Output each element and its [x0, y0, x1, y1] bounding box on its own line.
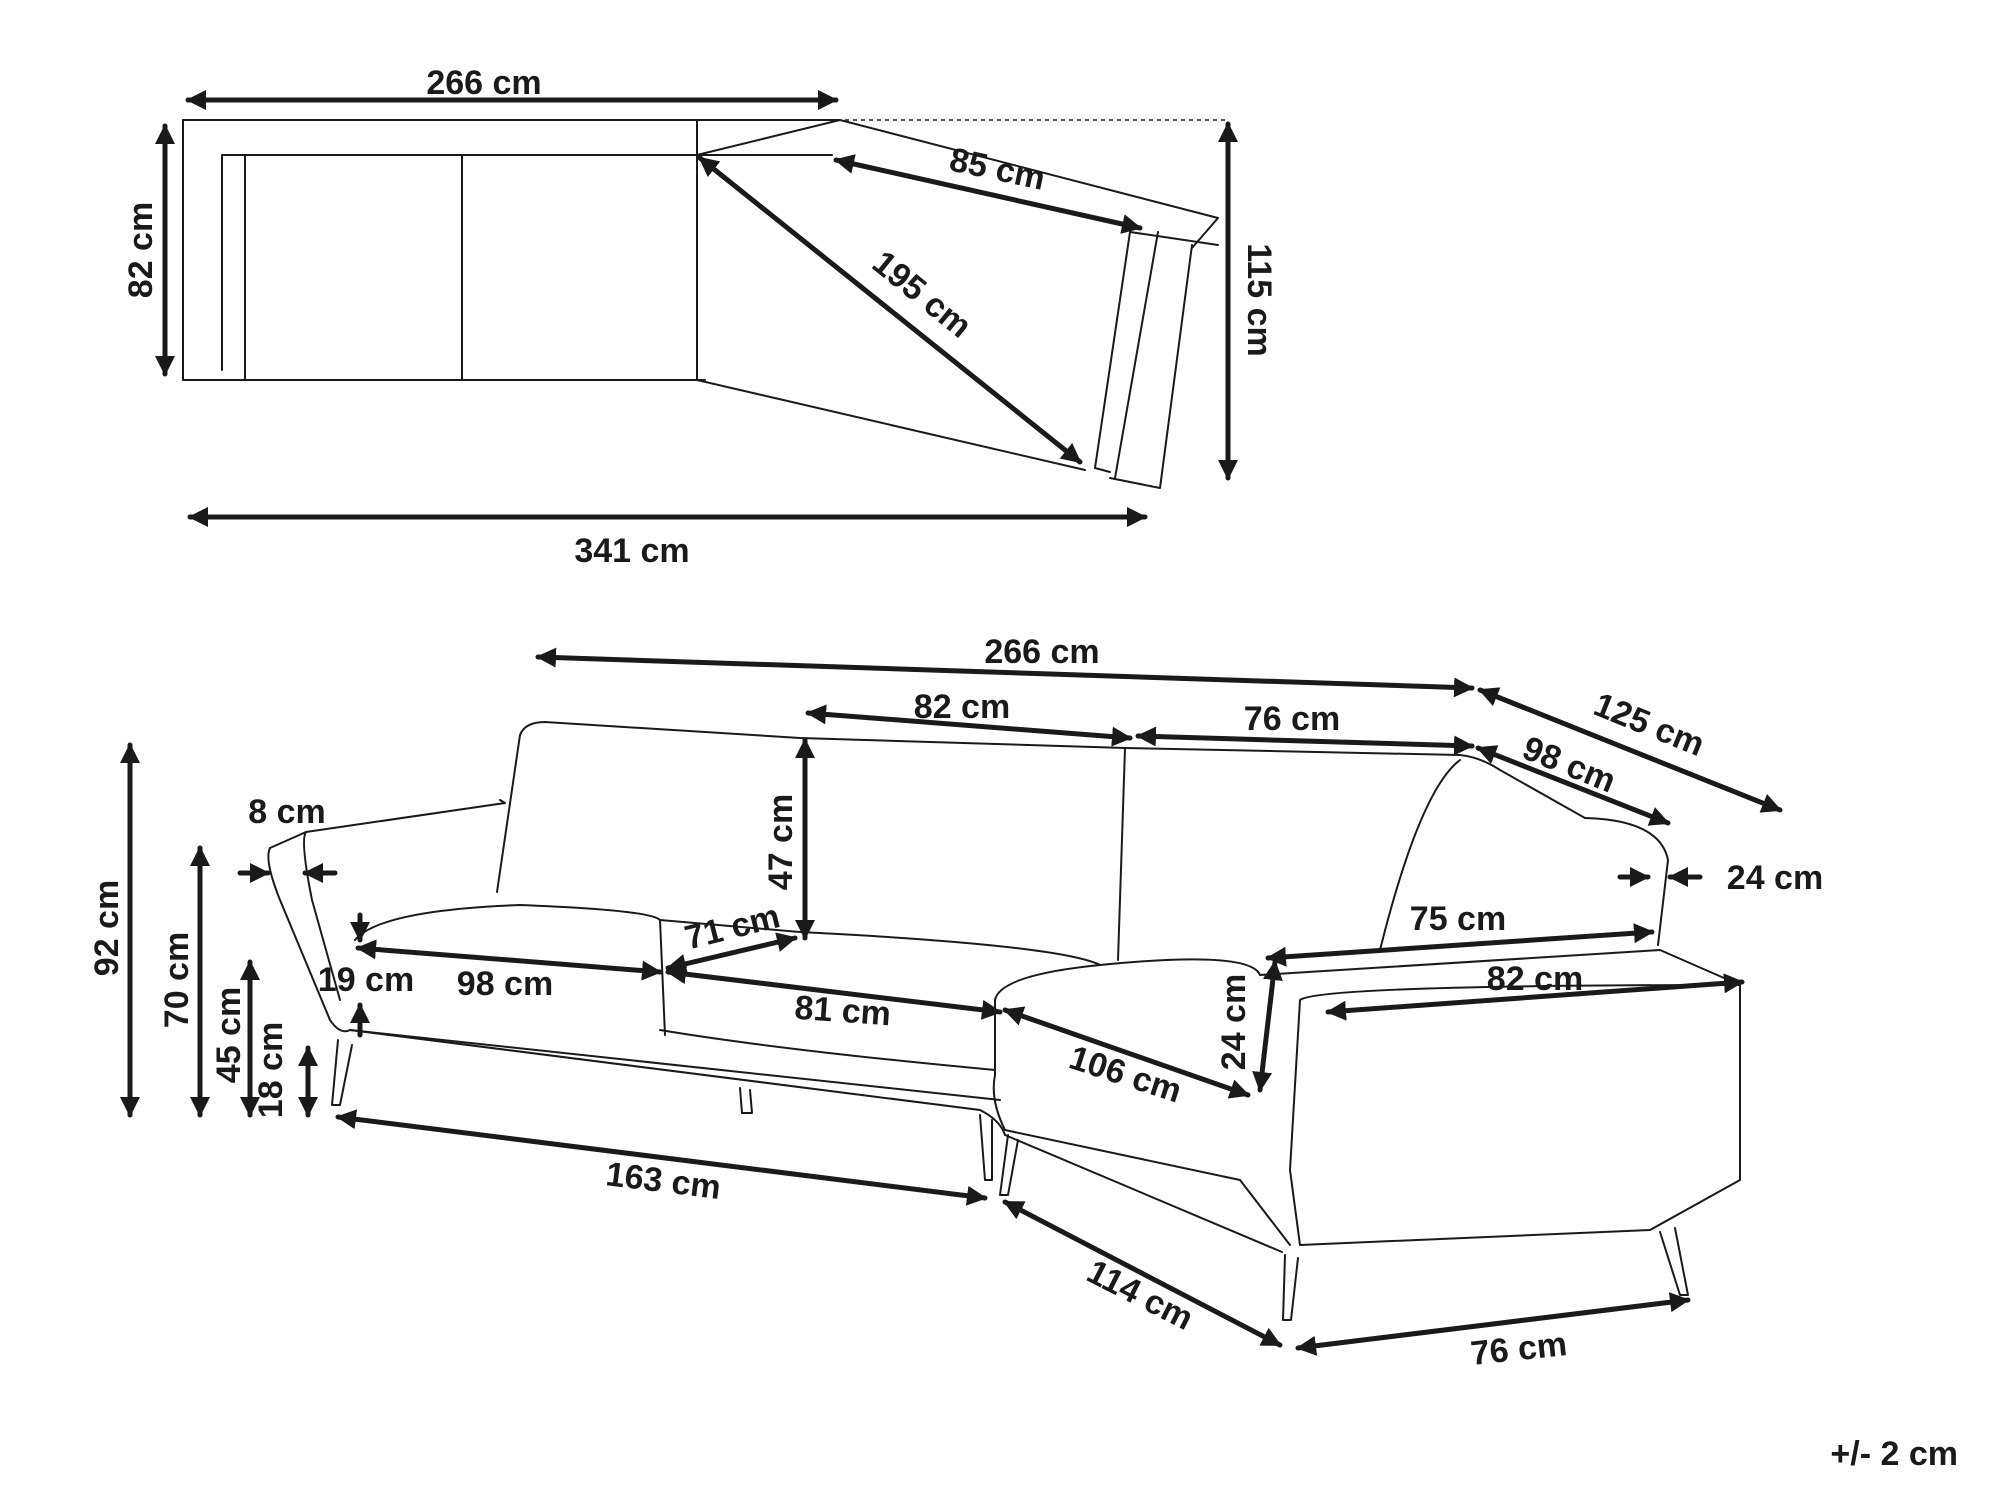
chaise-base-arrow — [1002, 1199, 1283, 1348]
chaise-base-label: 114 cm — [1081, 1253, 1199, 1338]
chaise-inner-75-arrow — [1265, 923, 1655, 967]
chaise-front-arrow — [1295, 1292, 1691, 1356]
seat-height-label: 45 cm — [210, 987, 248, 1083]
sofa-outline — [267, 721, 1741, 1321]
total-back-arrow — [535, 647, 1475, 698]
back-height-label: 47 cm — [762, 794, 800, 890]
seat-cushion-3-arrow — [1135, 726, 1475, 756]
cushion-1-label: 98 cm — [457, 965, 553, 1003]
top-view-outline — [182, 119, 1219, 489]
chaise-diag-label: 106 cm — [1065, 1039, 1186, 1111]
chaise-back-arrow — [1475, 745, 1671, 826]
top-total-depth-label: 115 cm — [1240, 243, 1278, 356]
tolerance-note: +/- 2 cm — [1830, 1435, 1958, 1473]
top-total-width-label: 341 cm — [574, 532, 689, 570]
top-depth-left-label: 82 cm — [122, 202, 160, 298]
arm-width-right-label: 24 cm — [1727, 859, 1823, 897]
chaise-arm-height-arrow — [1252, 959, 1283, 1093]
seat-cushion-3-label: 76 cm — [1244, 700, 1340, 738]
cushion-2-arrow — [665, 964, 1003, 1020]
seat-cushion-2-arrow — [805, 704, 1133, 747]
total-height-label: 92 cm — [88, 880, 126, 976]
chaise-inner-82-arrow — [1325, 973, 1745, 1021]
cushion-1-arrow — [355, 939, 663, 981]
leg-height-label: 18 cm — [252, 1022, 290, 1118]
top-view: 266 cm 82 cm 85 cm 195 cm 115 cm 341 cm — [122, 64, 1278, 570]
chaise-side-label: 125 cm — [1589, 686, 1710, 764]
seat-depth-middle-label: 71 cm — [681, 897, 784, 957]
seat-cushion-2-label: 82 cm — [914, 688, 1010, 726]
arm-width-left-label: 8 cm — [248, 793, 326, 831]
perspective-view: 266 cm 125 cm 82 cm 76 cm 98 cm 8 cm 47 … — [88, 633, 1823, 1373]
arm-height-label: 70 cm — [158, 932, 196, 1028]
top-width-back-label: 266 cm — [426, 64, 541, 102]
cushion-2-label: 81 cm — [793, 989, 892, 1034]
top-diagonal-label: 195 cm — [865, 243, 979, 345]
chaise-arm-height-label: 24 cm — [1215, 974, 1253, 1070]
chaise-inner-75-label: 75 cm — [1410, 900, 1506, 938]
total-back-label: 266 cm — [984, 633, 1099, 671]
chaise-front-label: 76 cm — [1469, 1325, 1569, 1373]
chaise-diag-arrow — [1002, 1006, 1251, 1099]
seat-depth-middle-arrow — [665, 932, 798, 974]
seat-thickness-label: 19 cm — [318, 961, 414, 999]
chaise-inner-82-label: 82 cm — [1487, 960, 1583, 998]
top-diagonal-arrow — [697, 155, 1083, 465]
base-length-arrow — [335, 1109, 988, 1206]
